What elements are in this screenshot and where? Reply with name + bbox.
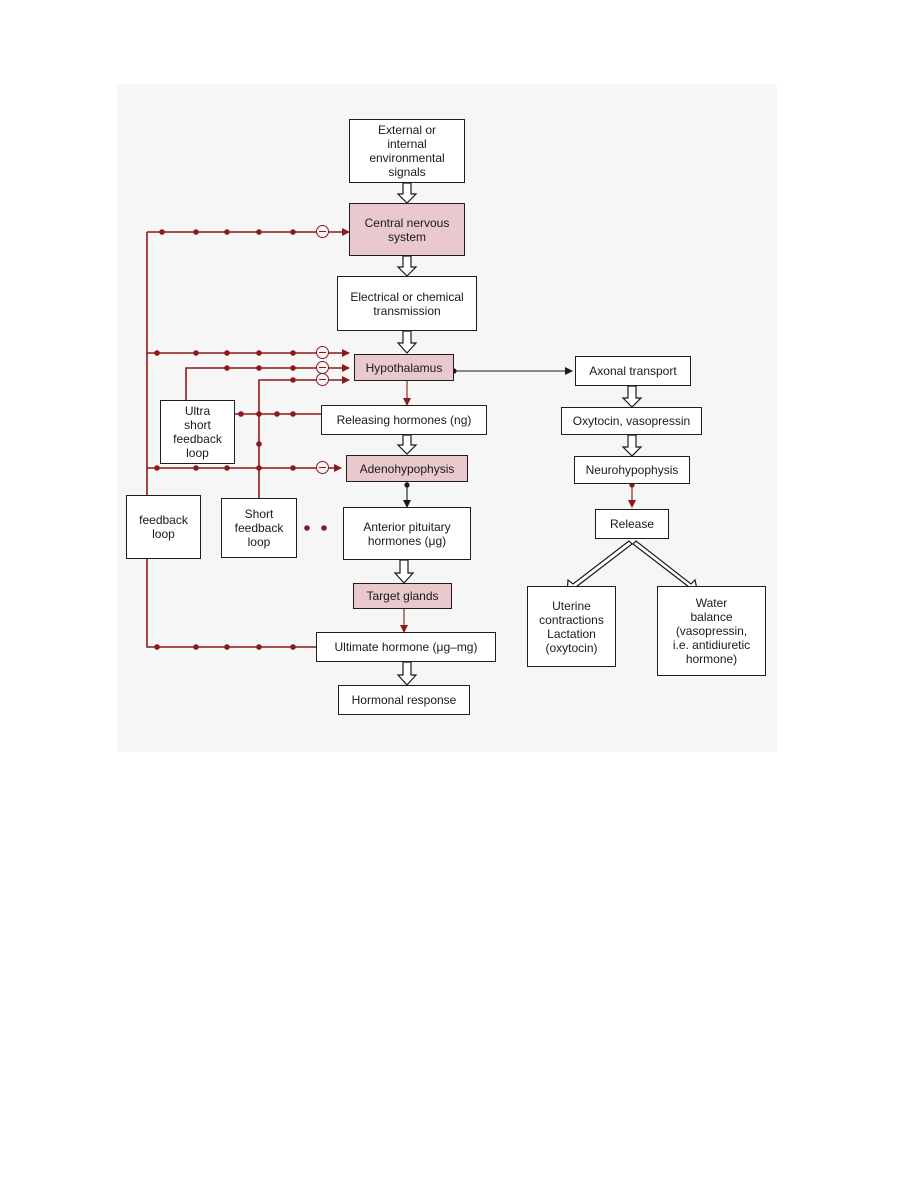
node-central-nervous-system: Central nervous system — [349, 203, 465, 256]
diagram-connectors — [146, 182, 699, 686]
node-ultimate-hormone: Ultimate hormone (μg–mg) — [316, 632, 496, 662]
node-adenohypophysis: Adenohypophysis — [346, 455, 468, 482]
arrow-axonal-to-oxytocin — [621, 385, 643, 408]
node-axonal-transport: Axonal transport — [575, 356, 691, 386]
arrow-transmission-to-hypothalamus — [396, 330, 418, 354]
arrow-ultimate-to-response — [396, 661, 418, 686]
node-oxytocin-vasopressin: Oxytocin, vasopressin — [561, 407, 702, 435]
arrow-oxytocin-to-neuro — [621, 434, 643, 457]
inhibition-hypothalamus-short-icon — [316, 373, 329, 386]
node-neurohypophysis: Neurohypophysis — [574, 456, 690, 484]
node-release: Release — [595, 509, 669, 539]
arrow-releasing-to-adeno — [396, 434, 418, 455]
inhibition-hypothalamus-long-icon — [316, 346, 329, 359]
node-environmental-signals: External or internal environmental signa… — [349, 119, 465, 183]
inhibition-cns-icon — [316, 225, 329, 238]
arrow-anterior-to-target — [393, 559, 415, 584]
label-ultra-short-feedback-loop: Ultra short feedback loop — [160, 400, 235, 464]
node-target-glands: Target glands — [353, 583, 452, 609]
node-electrical-chemical-transmission: Electrical or chemical transmission — [337, 276, 477, 331]
label-feedback-loop: feedback loop — [126, 495, 201, 559]
node-water-balance: Water balance (vasopressin, i.e. antidiu… — [657, 586, 766, 676]
node-releasing-hormones: Releasing hormones (ng) — [321, 405, 487, 435]
arrow-cns-to-transmission — [396, 255, 418, 277]
inhibition-adeno-icon — [316, 461, 329, 474]
figure-panel: External or internal environmental signa… — [117, 84, 777, 752]
arrow-signals-to-cns — [396, 182, 418, 204]
node-uterine-contractions-lactation: Uterine contractions Lactation (oxytocin… — [527, 586, 616, 667]
node-anterior-pituitary-hormones: Anterior pituitary hormones (μg) — [343, 507, 471, 560]
node-hypothalamus: Hypothalamus — [354, 354, 454, 381]
label-short-feedback-loop: Short feedback loop — [221, 498, 297, 558]
node-hormonal-response: Hormonal response — [338, 685, 470, 715]
short-loop-spine — [258, 376, 350, 498]
feedback-dots — [154, 229, 327, 650]
